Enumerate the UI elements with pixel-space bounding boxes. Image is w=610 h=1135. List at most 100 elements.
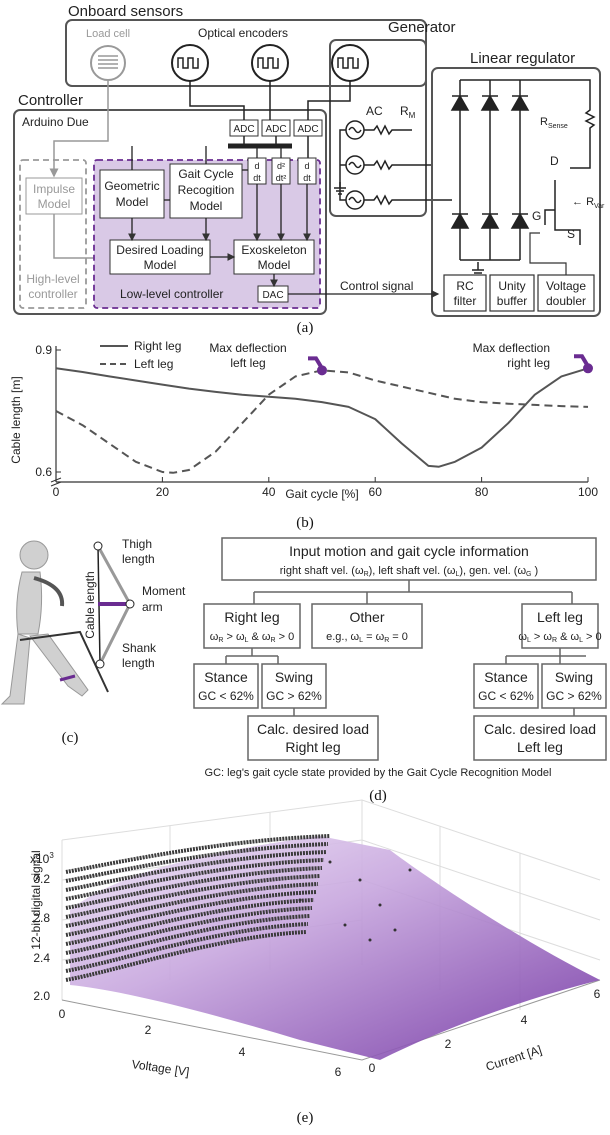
shank-label: length [122,656,155,670]
panel-d: Input motion and gait cycle information … [193,537,607,804]
annotation-left: left leg [230,356,265,370]
tree-connector [225,648,586,664]
fitted-surface [70,836,600,1060]
calc-left-box [473,715,607,761]
geometric-model-box [99,169,165,219]
voltage-doubler-label: Voltage [546,279,586,293]
gate-drive-wire [529,232,567,275]
z-tick: 3.2 [33,872,50,886]
outlier-point [358,878,362,882]
hip-joint [93,541,103,551]
ac-source-icon [334,120,452,210]
legend-right: Right leg [134,339,181,353]
stance-title: Stance [484,669,528,685]
swing-cond: GC > 62% [266,689,322,703]
unity-buffer-label: buffer [497,294,527,308]
generator-label: Generator [388,19,456,36]
desired-loading-label: Desired Loading [116,243,203,257]
adc-label: ADC [297,124,318,135]
series-line-right-leg [55,367,589,468]
impulse-model-label: Model [38,197,71,211]
x-tick-label: 80 [475,485,489,499]
outlier-point [408,868,412,872]
rvar-label: ← RVar [572,196,605,210]
rc-filter-label: RC [456,279,474,293]
v-tick: 6 [335,1065,342,1079]
swing-box [541,663,607,709]
panel-a: Onboard sensors Load cell Optical encode… [13,3,605,336]
other-title: Other [349,609,384,625]
tree-connector [253,580,573,604]
z-tick: 2.4 [33,951,50,965]
derivative-label: dt² [276,173,287,183]
caption-a: (a) [297,320,314,336]
rm-label: RM [400,104,416,120]
outlier-point [328,860,332,864]
load-cell-wire [49,81,109,178]
a-tick: 0 [369,1061,376,1075]
walking-person-icon [0,540,89,705]
input-motion-box [221,537,597,581]
exoskeleton-model-box [233,239,315,275]
encoder-wires [189,81,351,120]
low-level-label: Low-level controller [120,287,223,301]
panel-c: Cable length Thigh length Moment arm Sha… [0,537,186,746]
load-cell-icon [90,45,126,81]
max-deflection-right-dot [583,363,593,374]
other-box [311,603,423,649]
max-deflection-left-marker [308,356,324,370]
unity-buffer-box [489,274,535,312]
stance-box [473,663,539,709]
x-tick-label: 20 [156,485,170,499]
caption-d: (d) [369,788,387,804]
caption-e: (e) [297,1110,314,1126]
resistor-sense-icon [520,79,596,169]
rc-filter-label: filter [454,294,477,308]
annotation-right: Max deflection [473,341,550,355]
adc-label: ADC [265,124,286,135]
outlier-point [378,903,382,907]
x-axis-label: Gait cycle [%] [285,487,358,501]
z-tick: 2.0 [33,989,50,1003]
knee-joint [125,599,135,609]
adc-label: ADC [233,124,254,135]
derivative-label: dt [303,173,311,183]
left-leg-cond: ωL > ωR & ωL > 0 [518,631,601,644]
high-level-label: High-level [26,272,79,286]
current-axis-label: Current [A] [484,1043,544,1074]
right-leg-title: Right leg [224,609,279,625]
derivative-label: d [304,161,309,171]
max-deflection-left-dot [317,365,327,376]
diode-bridge-icon [450,79,530,261]
x-tick-label: 60 [369,485,383,499]
z-tick: 2.8 [33,911,50,925]
encoder-icon [251,44,289,82]
stance-cond: GC < 62% [478,689,534,703]
annotation-right: right leg [507,356,550,370]
desired-loading-label: Model [144,258,177,272]
stance-cond: GC < 62% [198,689,254,703]
a-tick: 4 [521,1013,528,1027]
swing-title: Swing [275,669,313,685]
moment-arm-mark [59,674,76,682]
y-tick-label: 0.9 [35,343,52,357]
a-tick: 2 [445,1037,452,1051]
dac-label: DAC [262,290,283,301]
shank-label: Shank [122,641,157,655]
impulse-model-label: Impulse [33,182,75,196]
controller-label: Controller [18,92,83,109]
a-tick: 6 [594,987,601,1001]
caption-c: (c) [62,730,79,746]
gait-cycle-label: Gait Cycle [178,167,234,181]
thigh-label: length [122,552,155,566]
stance-title: Stance [204,669,248,685]
moment-label: arm [142,600,163,614]
onboard-sensors-label: Onboard sensors [68,3,183,20]
geometric-model-label: Model [116,195,149,209]
gait-cycle-label: Recogition [178,183,235,197]
desired-loading-box [109,239,211,275]
encoder-icon [331,44,369,82]
derivative-label: dt [253,173,261,183]
